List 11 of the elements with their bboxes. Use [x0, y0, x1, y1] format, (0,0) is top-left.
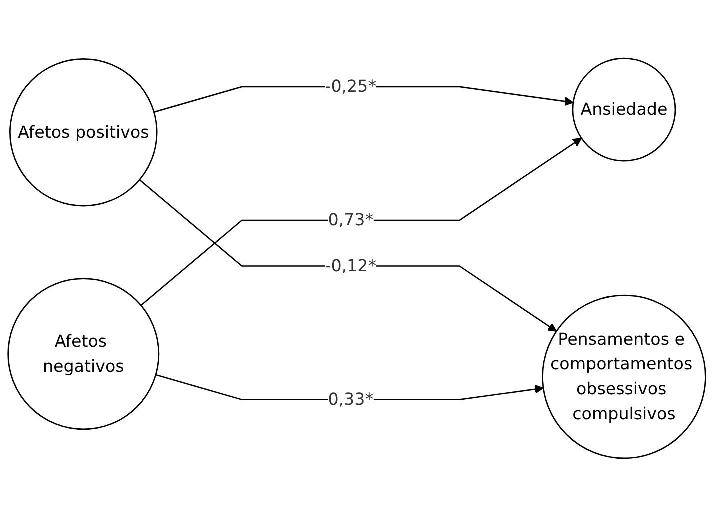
edge-label: -0,12*	[325, 256, 377, 276]
arrow	[156, 374, 544, 401]
node-circle: Afetos negativos	[8, 278, 160, 430]
node-circle: Pensamentos e comportamentos obsessivos compulsivos	[542, 294, 706, 460]
node-circle: Ansiedade	[572, 58, 676, 162]
edge-label: -0,25*	[325, 76, 377, 96]
node-circle: Afetos positivos	[10, 58, 158, 207]
edge-label: 0,33*	[328, 389, 374, 410]
edge-label: 0,73*	[328, 210, 374, 230]
arrow	[140, 138, 582, 306]
arrow	[139, 179, 558, 332]
